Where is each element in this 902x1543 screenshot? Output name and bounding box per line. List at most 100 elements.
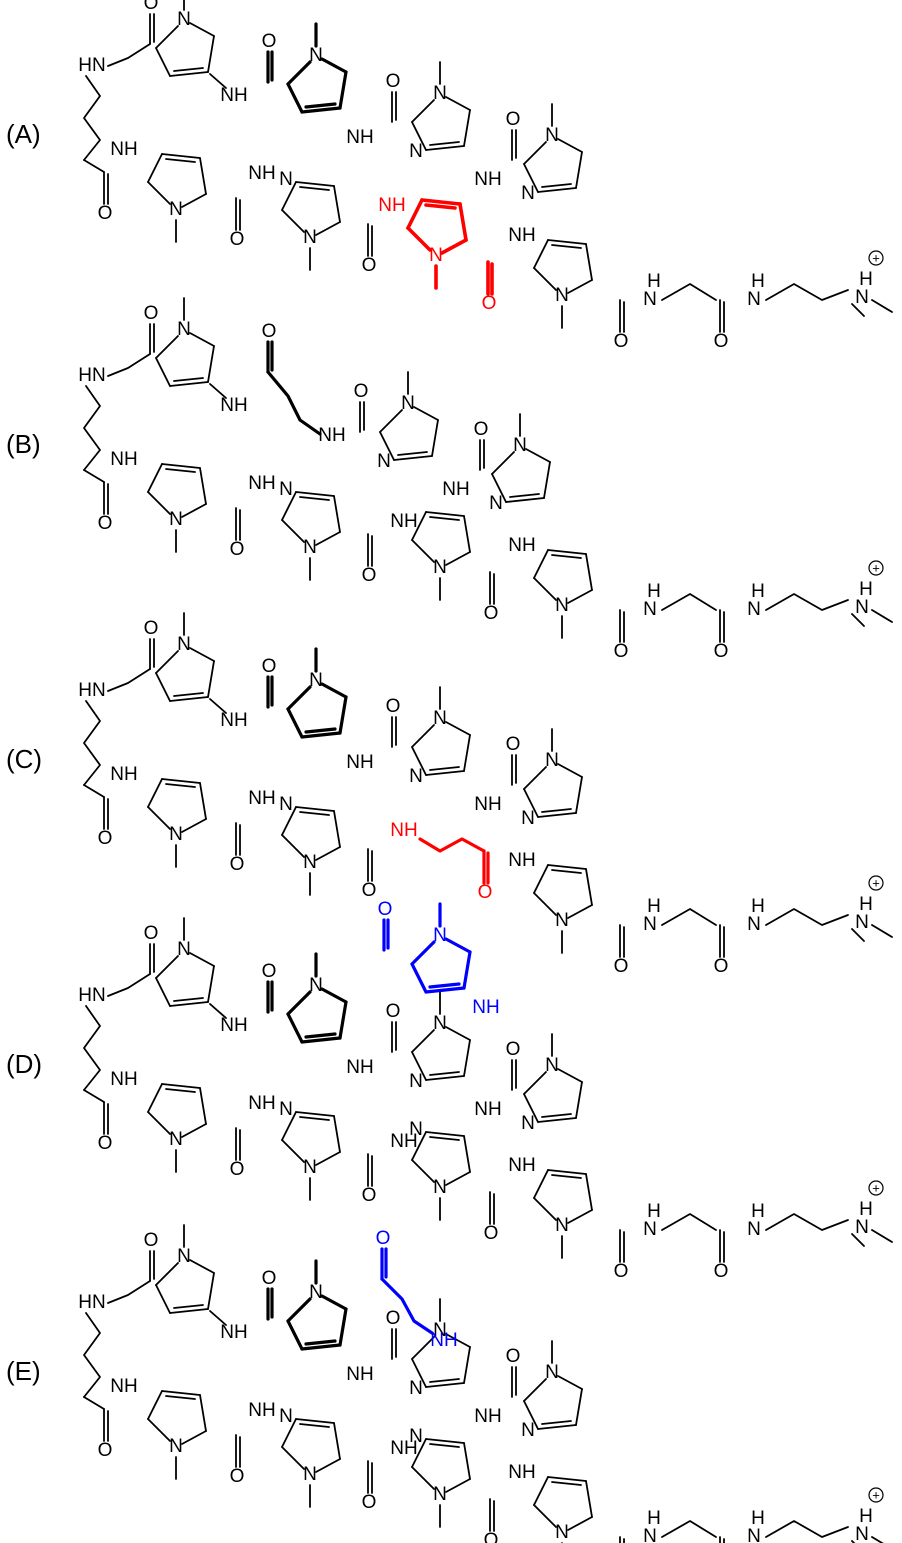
tail-chain [765,283,849,301]
ring-bond [207,660,215,698]
methyl [871,1536,884,1543]
amide-n: N [643,599,657,620]
amide-nh: NH [220,1322,247,1343]
polyamide-panel-d: (D)HNNHOONNHONNHONNNHONNNONHNNONHNNONHNO… [6,899,893,1282]
ring-bond [338,1000,348,1040]
ring-bond [155,977,171,1007]
ring-bond [547,549,587,555]
carbonyl-oxygen: O [386,696,401,717]
ring-nitrogen: N [303,1157,317,1178]
ammonium-n: N [855,597,869,618]
carbonyl-oxygen: O [262,321,277,342]
amide-nh: NH [248,1093,275,1114]
ring-bond [523,1378,547,1402]
ring-nitrogen: N [309,670,323,691]
ring-bond [523,1093,539,1123]
ring-double-bond [429,1443,460,1448]
panel-label: (E) [6,1356,41,1386]
ring-bond [189,22,215,37]
ring-bond [425,511,465,517]
ring-bond [505,497,545,503]
ring-bond [420,198,462,206]
ring-bond [147,1418,171,1442]
amide-h: H [751,581,765,602]
ring-bond [189,952,215,967]
ring-nitrogen: N [429,245,443,266]
ring-bond [338,1307,348,1347]
amide-n: N [747,599,761,620]
ring-bond [161,1083,201,1089]
amide-nh: NH [508,535,535,556]
beta-alanine [266,370,322,436]
ring-bond [523,766,547,790]
beta-alanine-red [418,837,486,853]
ring-nitrogen: N [169,824,183,845]
ring-double-bond [304,1032,337,1039]
turn-bond [83,1396,105,1410]
amide-n: N [747,289,761,310]
ring-bond [533,864,549,894]
ring-bond [425,1131,465,1137]
ring-bond [333,810,341,848]
ring-nitrogen: N [513,435,527,456]
ring-bond [431,419,439,457]
ring-bond [523,1400,539,1430]
ring-bond [155,25,179,49]
turn-hn: HN [78,365,105,386]
panel-label: (D) [6,1049,42,1079]
amide-n: N [643,1219,657,1240]
chain-bond [83,1312,101,1398]
amide-nh: NH [390,511,417,532]
ring-bond [281,834,305,858]
carbonyl-oxygen: O [230,539,245,560]
ring-bond [379,409,403,433]
ring-bond [425,1075,465,1081]
carbonyl-oxygen: O [484,1530,499,1543]
ring-bond [585,243,593,281]
ring-bond [445,96,471,111]
methyl [851,303,865,317]
amide-h: H [647,1508,661,1529]
linker-bond [209,383,227,399]
ring-bond [533,549,549,579]
amide-nh: NH [346,752,373,773]
ring-bond [286,60,312,86]
imidazole-nitrogen: N [409,141,423,162]
ring-bond [161,463,201,469]
ring-bond [155,955,179,979]
charge-circle [868,1180,884,1196]
imidazole-nitrogen: N [409,1071,423,1092]
ring-bond [189,647,215,662]
turn-nh: NH [110,139,137,160]
ring-double-bond [304,102,337,109]
ring-bond [585,553,593,591]
ring-double-bond [551,1174,582,1179]
linker-bond [209,1310,227,1326]
ring-bond [523,163,539,193]
ring-bond [533,1476,549,1506]
amide-nh: NH [346,1364,373,1385]
methyl [871,609,893,623]
ring-bond [411,746,427,776]
ring-bond [445,1333,471,1348]
methyl [871,299,893,313]
ring-double-bond [173,997,204,1002]
ring-bond [533,892,557,916]
ring-bond [161,778,201,784]
chain-bond [107,43,151,67]
ring-nitrogen: N [545,125,559,146]
ring-bond [295,1418,335,1424]
ring-nitrogen: N [177,319,191,340]
ring-nitrogen: N [303,1464,317,1485]
ring-bond [147,463,163,493]
ring-bond [547,1476,587,1482]
carbonyl-oxygen: O [144,0,159,14]
ring-bond [547,864,587,870]
ring-double-bond [165,783,196,788]
ring-bond [199,467,207,505]
ring-double-bond [429,516,460,521]
ring-bond [533,1169,549,1199]
ring-double-bond [173,377,204,382]
charge-circle [868,560,884,576]
carbonyl-oxygen: O [98,513,113,534]
